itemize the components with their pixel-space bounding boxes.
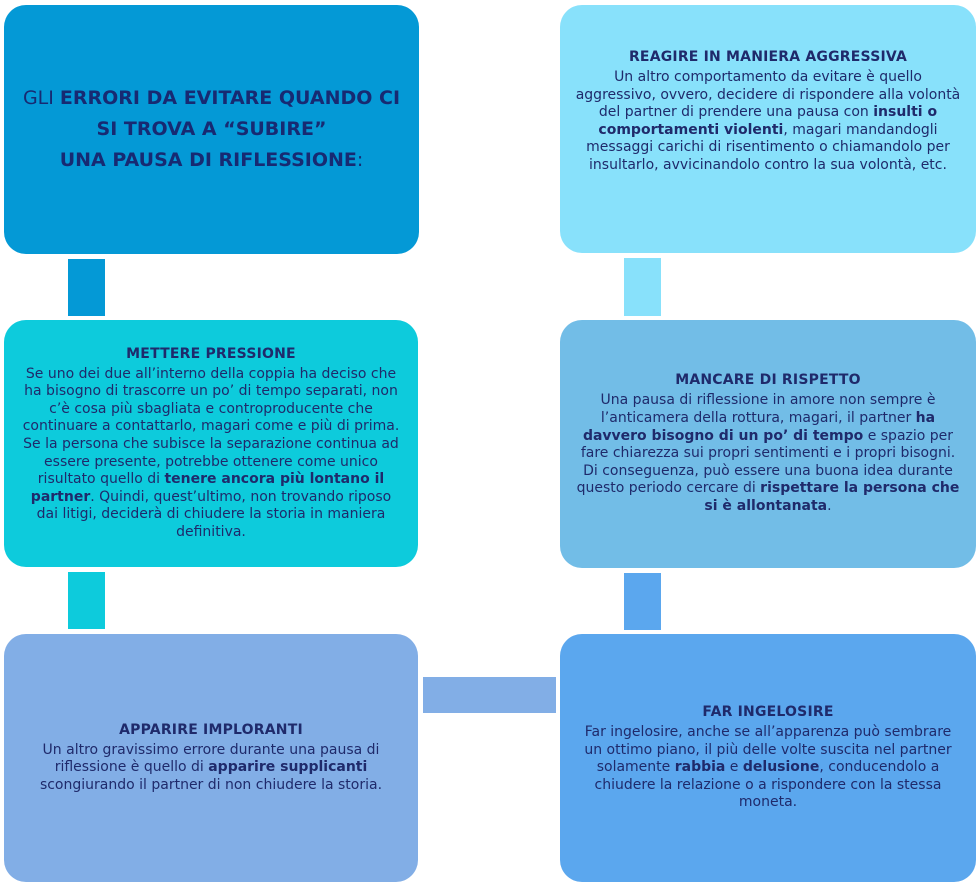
box-text: Far ingelosire, anche se all’apparenza p… (584, 724, 952, 811)
box-far-ingelosire: FAR INGELOSIRE Far ingelosire, anche se … (560, 634, 976, 882)
connector-imploranti-to-ingelosire (423, 677, 556, 713)
bold-phrase: rabbia (674, 759, 726, 776)
bold-phrase: ha davvero bisogno di un po’ di tempo (582, 410, 936, 444)
title-colon: : (356, 149, 364, 171)
bold-phrase: delusione (742, 759, 820, 776)
box-title: METTERE PRESSIONE (126, 345, 296, 362)
box-mettere-pressione: METTERE PRESSIONE Se uno dei due all’int… (4, 320, 418, 567)
connector-pressione-to-imploranti (68, 572, 105, 629)
box-title: REAGIRE IN MANIERA AGGRESSIVA (628, 49, 908, 65)
connector-ingelosire-to-rispetto (624, 573, 661, 630)
box-title: MANCARE DI RISPETTO (675, 372, 861, 389)
box-text: Se uno dei due all’interno della coppia … (22, 365, 400, 540)
connector-title-to-pressione (68, 259, 105, 316)
box-mancare-rispetto: MANCARE DI RISPETTO Una pausa di rifless… (560, 320, 976, 568)
box-title: APPARIRE IMPLORANTI (119, 721, 303, 738)
bold-phrase: tenere ancora più lontano il partner (30, 471, 385, 505)
connector-rispetto-to-aggressiva (624, 258, 661, 316)
box-title: FAR INGELOSIRE (702, 704, 834, 721)
box-apparire-imploranti: APPARIRE IMPLORANTI Un altro gravissimo … (4, 634, 418, 882)
box-text: Un altro gravissimo errore durante una p… (39, 741, 383, 793)
title-bold-line2: UNA PAUSA DI RIFLESSIONE (59, 149, 357, 171)
bold-phrase: apparire supplicanti (208, 759, 368, 776)
bold-phrase: insulti o comportamenti violenti (598, 104, 938, 138)
diagram-title: GLI ERRORI DA EVITARE QUANDO CI SI TROVA… (18, 83, 405, 176)
box-reagire-aggressiva: REAGIRE IN MANIERA AGGRESSIVA Un altro c… (560, 5, 976, 253)
box-text: Una pausa di riflessione in amore non se… (576, 392, 960, 514)
box-text: Un altro comportamento da evitare è quel… (575, 69, 961, 173)
title-box: GLI ERRORI DA EVITARE QUANDO CI SI TROVA… (4, 5, 419, 254)
title-bold-line1: ERRORI DA EVITARE QUANDO CI SI TROVA A “… (59, 87, 401, 140)
title-prefix: GLI (22, 87, 60, 109)
bold-phrase: rispettare la persona che si è allontana… (704, 480, 960, 514)
